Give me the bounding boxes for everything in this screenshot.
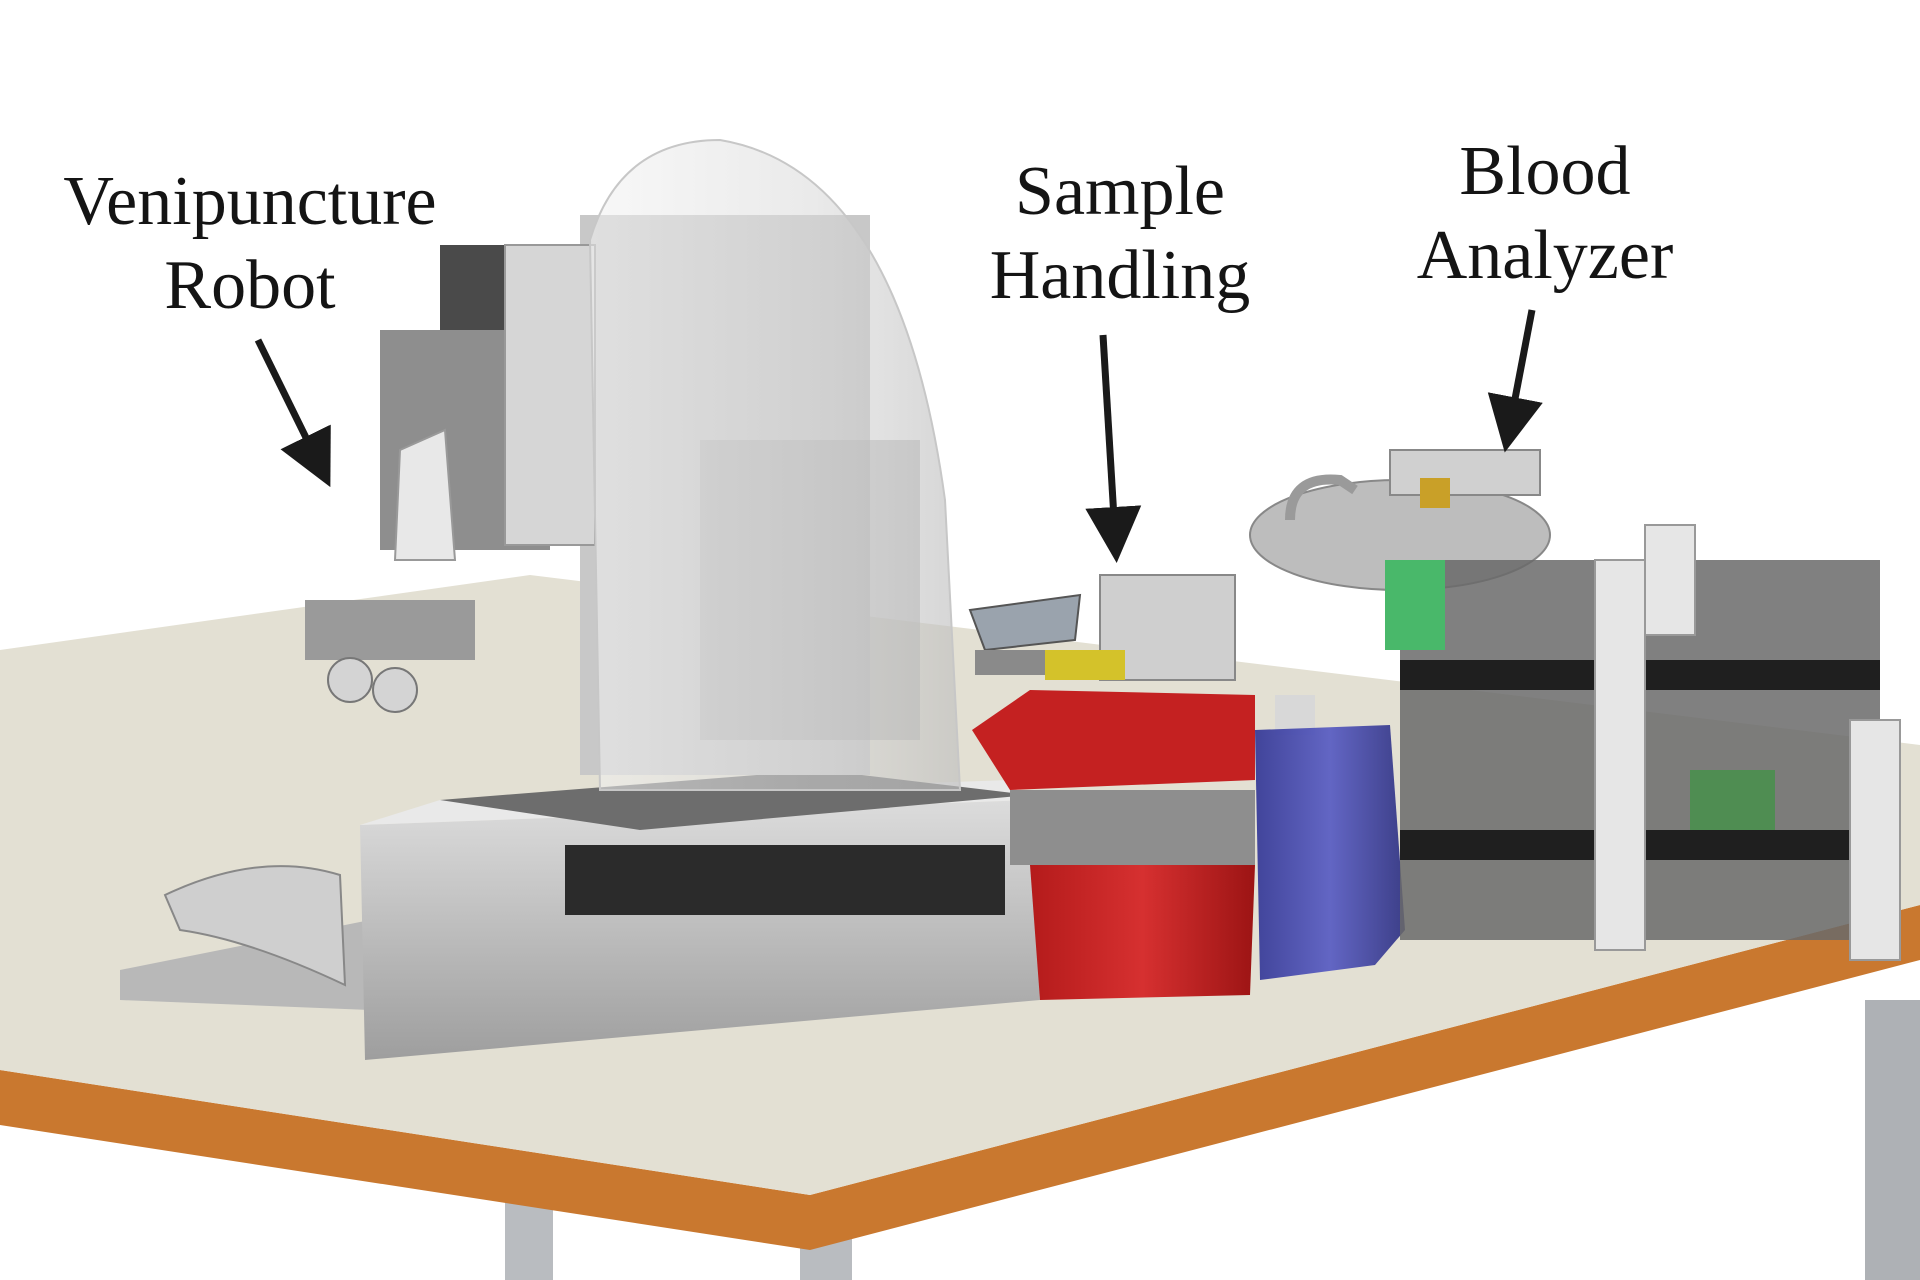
arrow-venipuncture xyxy=(254,338,331,488)
red-bin-top xyxy=(972,690,1255,790)
brass-coupler xyxy=(1420,478,1450,508)
transparent-dome xyxy=(588,138,962,791)
reagent-bottle xyxy=(1255,695,1405,980)
tube-holder xyxy=(1045,650,1125,680)
label-line: Blood xyxy=(1459,133,1631,210)
frame-post xyxy=(1594,559,1646,951)
camera-module xyxy=(305,600,475,660)
label-blood-analyzer: Blood Analyzer xyxy=(1380,130,1710,298)
needle-cone xyxy=(393,428,457,561)
label-line: Venipuncture xyxy=(63,163,437,240)
syringe-pump xyxy=(1389,449,1541,496)
sample-tray xyxy=(968,593,1082,652)
arrow-sample-handling xyxy=(1085,334,1142,563)
robot-plate xyxy=(504,244,596,546)
bottle-body xyxy=(1255,725,1405,980)
label-line: Handling xyxy=(989,237,1251,314)
label-line: Sample xyxy=(1015,153,1225,230)
venipuncture-base xyxy=(120,770,1040,1060)
red-bin-band xyxy=(1010,790,1255,865)
blood-analyzer-module xyxy=(1249,449,1901,961)
lid-handle xyxy=(1285,474,1358,521)
green-vials xyxy=(1385,560,1445,650)
red-bin-body xyxy=(1030,865,1255,1000)
label-sample-handling: Sample Handling xyxy=(960,150,1280,318)
sample-handling-module xyxy=(968,574,1236,681)
arrow-blood-analyzer xyxy=(1487,309,1543,453)
frame-post xyxy=(1849,719,1901,961)
frame-post xyxy=(1644,524,1696,636)
waste-bin xyxy=(972,690,1255,1000)
camera-lens xyxy=(327,657,373,703)
circuit-board xyxy=(1690,770,1775,830)
table-leg xyxy=(1865,1000,1920,1280)
camera-lens xyxy=(372,667,418,713)
venipuncture-robot xyxy=(305,138,962,791)
arm-rest-cushion xyxy=(163,865,347,987)
label-line: Robot xyxy=(164,247,336,324)
label-line: Analyzer xyxy=(1416,217,1674,294)
label-venipuncture-robot: Venipuncture Robot xyxy=(40,160,460,328)
linear-rail xyxy=(565,845,1005,915)
table-edge xyxy=(0,905,1920,1250)
